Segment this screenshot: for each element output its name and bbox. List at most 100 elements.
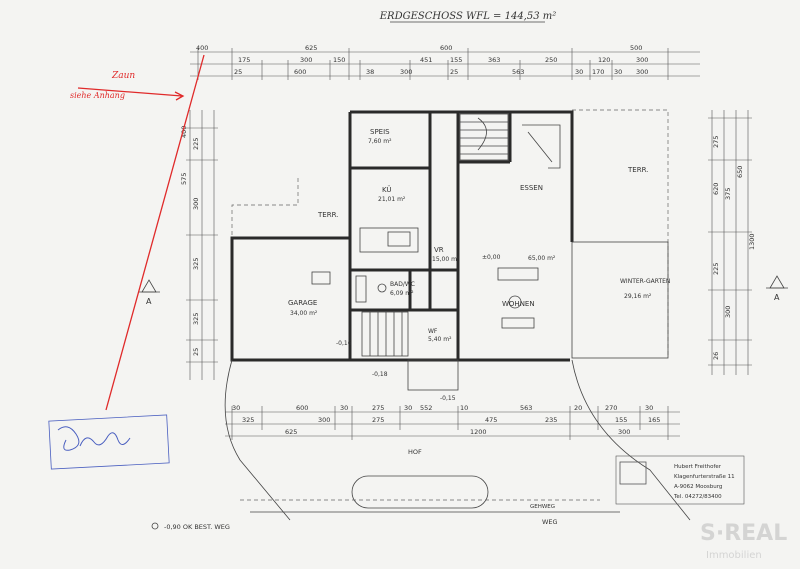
room-wohnen-name: WOHNEN	[502, 300, 535, 308]
furniture	[311, 124, 561, 329]
bottom-dimension-lines	[225, 406, 680, 440]
level-entry-2: -0,15	[440, 395, 456, 402]
label-level-note: -0,90 OK BEST. WEG	[164, 523, 230, 531]
dim-top1-1: 625	[305, 44, 317, 52]
dim-left-1: 225	[192, 138, 200, 150]
dim-right-2: 375	[724, 188, 732, 200]
dim-bot2-6: 165	[648, 416, 660, 424]
wintergarten-walls	[571, 241, 669, 359]
dim-bot1-2: 30	[340, 404, 348, 412]
section-left-label: A	[146, 297, 152, 306]
room-essen-name: ESSEN	[520, 184, 543, 192]
fence-label: Zaun	[111, 71, 135, 81]
dim-top2-0: 175	[238, 56, 250, 64]
room-bad-name: BAD/WC	[390, 281, 415, 288]
dim-top3-5: 563	[512, 68, 524, 76]
dim-top1-0: 400	[196, 44, 208, 52]
dim-left-2: 575	[180, 173, 188, 185]
dim-left-6: 25	[192, 348, 200, 356]
level-markers: ±0,00 -0,16 -0,18 -0,15	[336, 254, 501, 402]
dim-right-0: 275	[712, 136, 720, 148]
dim-right-1: 620	[712, 183, 720, 195]
dim-bot3-2: 300	[618, 428, 630, 436]
dim-top2-7: 120	[598, 56, 610, 64]
watermark-logo: S·REAL	[700, 521, 787, 546]
dim-left-5: 325	[192, 313, 200, 325]
dim-bot1-7: 563	[520, 404, 532, 412]
room-labels: SPEIS 7,60 m² KÜ 21,01 m² ESSEN TERR. TE…	[288, 128, 670, 343]
dim-top2-8: 300	[636, 56, 648, 64]
left-dimension-lines	[186, 110, 218, 380]
label-weg: WEG	[542, 518, 558, 526]
dim-top3-2: 38	[366, 68, 374, 76]
room-wintergarten-area: 29,16 m²	[624, 293, 652, 300]
dim-right-5: 225	[712, 263, 720, 275]
dim-bot2-1: 300	[318, 416, 330, 424]
stamp-city: A-9062 Moosburg	[674, 484, 722, 490]
dim-top2-5: 363	[488, 56, 500, 64]
stamp-right: Hubert Freithofer Klagenfurterstraße 11 …	[615, 455, 745, 505]
room-speis-name: SPEIS	[370, 128, 390, 136]
label-gehweg: GEHWEG	[530, 504, 555, 510]
dim-right-4: 1300	[748, 233, 756, 250]
dim-bot1-8: 20	[574, 404, 582, 412]
dim-bot2-4: 235	[545, 416, 557, 424]
dim-right-3: 650	[736, 166, 744, 178]
top-dimension-lines	[190, 48, 700, 80]
dim-bot1-4: 30	[404, 404, 412, 412]
watermark-sub: Immobilien	[706, 550, 762, 561]
dim-left-0: 400	[180, 126, 188, 138]
room-wintergarten-name: WINTER-GARTEN	[620, 278, 670, 285]
room-terr-right-name: TERR.	[627, 166, 648, 174]
dim-top3-1: 600	[294, 68, 306, 76]
room-garage-area: 34,00 m²	[290, 310, 318, 317]
dim-bot2-2: 275	[372, 416, 384, 424]
dim-top3-3: 300	[400, 68, 412, 76]
dim-bot1-5: 552	[420, 404, 432, 412]
room-vr-area: 15,00 m²	[432, 256, 460, 263]
room-wohnen-area: 65,00 m²	[528, 255, 556, 262]
dim-top3-8: 30	[614, 68, 622, 76]
dim-top3-6: 30	[575, 68, 583, 76]
stamp-street: Klagenfurterstraße 11	[674, 474, 735, 480]
dim-top2-6: 250	[545, 56, 557, 64]
level-entry: -0,18	[372, 371, 388, 378]
dim-top1-3: 500	[630, 44, 642, 52]
watermark: S·REAL Immobilien	[700, 521, 787, 561]
dim-top3-4: 25	[450, 68, 458, 76]
room-vr-name: VR	[434, 246, 444, 254]
dim-left-3: 300	[192, 198, 200, 210]
fence-note: siehe Anhang	[70, 91, 125, 100]
building-walls	[230, 110, 669, 391]
benchmark-circle	[151, 522, 159, 530]
room-wf-name: WF	[428, 328, 438, 335]
dim-right-7: 26	[712, 352, 720, 360]
level-zero: ±0,00	[482, 254, 501, 261]
dim-bot2-3: 475	[485, 416, 497, 424]
room-wf-area: 5,40 m²	[428, 336, 452, 343]
dim-bot2-0: 325	[242, 416, 254, 424]
section-right-label: A	[774, 293, 780, 302]
stamp-logo	[619, 461, 647, 485]
room-speis-area: 7,60 m²	[368, 138, 392, 145]
dim-top2-2: 150	[333, 56, 345, 64]
dim-bot1-1: 600	[296, 404, 308, 412]
room-kue-name: KÜ	[382, 185, 392, 194]
room-kue-area: 21,01 m²	[378, 196, 406, 203]
fence-line	[105, 54, 205, 411]
room-terr-left-name: TERR.	[317, 211, 338, 219]
dim-bot2-5: 155	[615, 416, 627, 424]
stamp-name: Hubert Freithofer	[674, 464, 722, 470]
dim-bot1-0: 30	[232, 404, 240, 412]
dim-bot1-10: 30	[645, 404, 653, 412]
room-garage-name: GARAGE	[288, 299, 317, 307]
signature	[79, 432, 131, 447]
top-dimension-values: 400 625 600 500 175 300 150 451 155 363 …	[196, 44, 648, 76]
driveway-island	[351, 475, 489, 509]
stamp-phone: Tel. 04272/83400	[673, 494, 722, 500]
dim-right-6: 300	[724, 306, 732, 318]
dim-top3-9: 300	[636, 68, 648, 76]
dim-top2-4: 155	[450, 56, 462, 64]
